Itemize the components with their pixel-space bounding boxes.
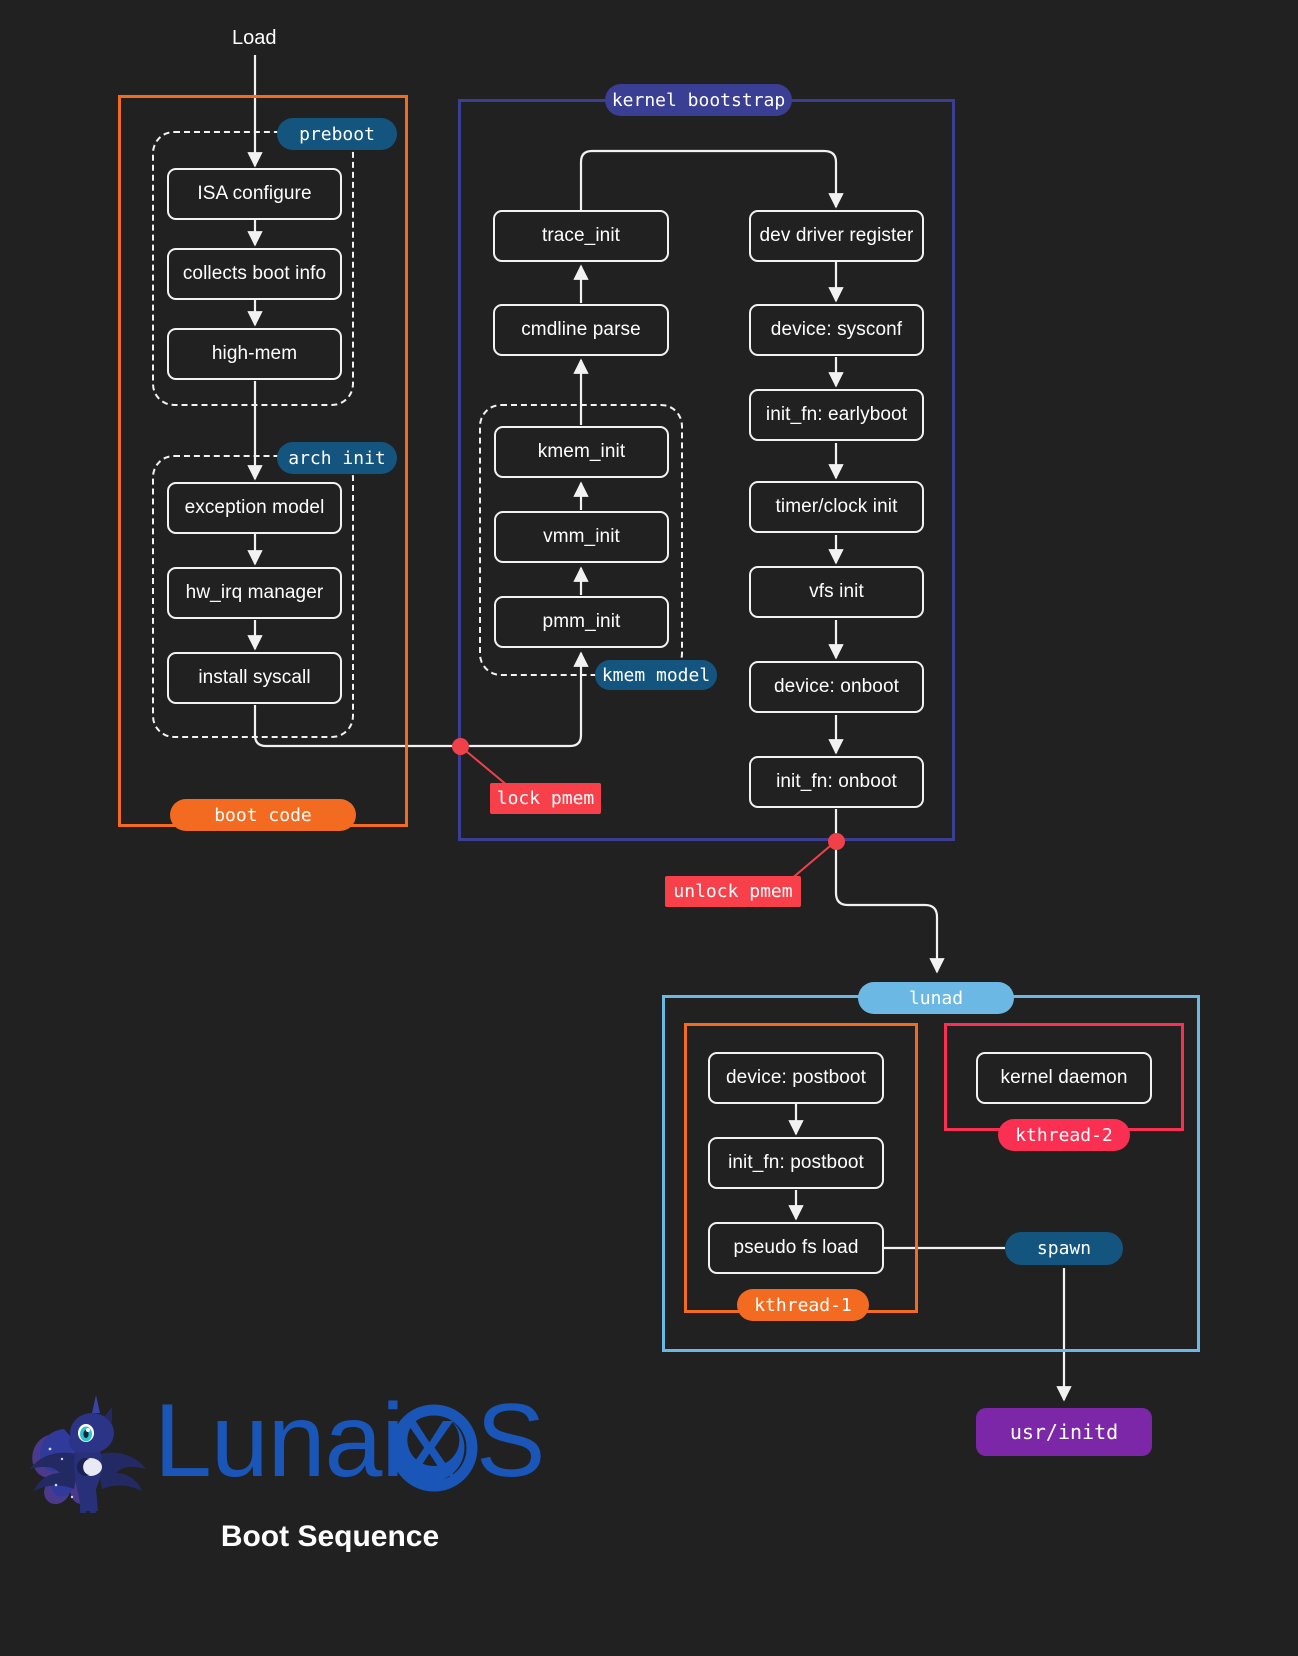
lock-pmem-junction-dot (452, 738, 469, 755)
node-cmdline-parse[interactable]: cmdline parse (493, 304, 669, 356)
node-device-sysconf[interactable]: device: sysconf (749, 304, 924, 356)
node-kmem-init[interactable]: kmem_init (494, 426, 669, 478)
lunaixos-wordmark-icon: Lunaix S (154, 1383, 545, 1499)
node-vfs-init[interactable]: vfs init (749, 566, 924, 618)
luna-pony-logo-icon (30, 1395, 146, 1513)
cluster-kmem-model (479, 404, 683, 676)
node-exception-model[interactable]: exception model (167, 482, 342, 534)
node-init-fn-earlyboot[interactable]: init_fn: earlyboot (749, 389, 924, 441)
cluster-label-arch-init: arch init (277, 442, 397, 474)
cluster-label-kmem-model: kmem model (595, 660, 717, 690)
node-high-mem[interactable]: high-mem (167, 328, 342, 380)
entry-label-load: Load (232, 27, 277, 49)
cluster-label-boot-code: boot code (170, 799, 356, 831)
svg-text:S: S (476, 1390, 543, 1499)
node-pseudo-fs-load[interactable]: pseudo fs load (708, 1222, 884, 1274)
node-device-postboot[interactable]: device: postboot (708, 1052, 884, 1104)
node-install-syscall[interactable]: install syscall (167, 652, 342, 704)
node-vmm-init[interactable]: vmm_init (494, 511, 669, 563)
node-trace-init[interactable]: trace_init (493, 210, 669, 262)
cluster-arch-init (152, 455, 354, 738)
node-kernel-daemon[interactable]: kernel daemon (976, 1052, 1152, 1104)
annotation-lock-pmem: lock pmem (490, 783, 601, 814)
cluster-label-preboot: preboot (277, 118, 397, 150)
cluster-preboot (152, 131, 354, 406)
node-isa-configure[interactable]: ISA configure (167, 168, 342, 220)
node-init-fn-onboot[interactable]: init_fn: onboot (749, 756, 924, 808)
node-pmm-init[interactable]: pmm_init (494, 596, 669, 648)
cluster-label-kernel-bootstrap: kernel bootstrap (605, 84, 792, 116)
node-collects-boot-info[interactable]: collects boot info (167, 248, 342, 300)
node-timer-clock-init[interactable]: timer/clock init (749, 481, 924, 533)
node-device-onboot[interactable]: device: onboot (749, 661, 924, 713)
footer: Lunaix S Boot Sequence (0, 1370, 700, 1570)
node-hw-irq-manager[interactable]: hw_irq manager (167, 567, 342, 619)
node-usr-initd[interactable]: usr/initd (976, 1408, 1152, 1456)
node-init-fn-postboot[interactable]: init_fn: postboot (708, 1137, 884, 1189)
cluster-label-kthread-1: kthread-1 (737, 1289, 869, 1321)
annotation-spawn: spawn (1005, 1232, 1123, 1265)
logo-wordmark: Lunaix S (154, 1383, 546, 1516)
lunaixos-logo: Lunaix S (20, 1383, 546, 1516)
unlock-pmem-junction-dot (828, 833, 845, 850)
cluster-label-kthread-2: kthread-2 (998, 1119, 1130, 1151)
annotation-unlock-pmem: unlock pmem (665, 876, 801, 907)
page-title: Boot Sequence (220, 1520, 440, 1553)
cluster-label-lunad: lunad (858, 982, 1014, 1014)
node-dev-driver-register[interactable]: dev driver register (749, 210, 924, 262)
